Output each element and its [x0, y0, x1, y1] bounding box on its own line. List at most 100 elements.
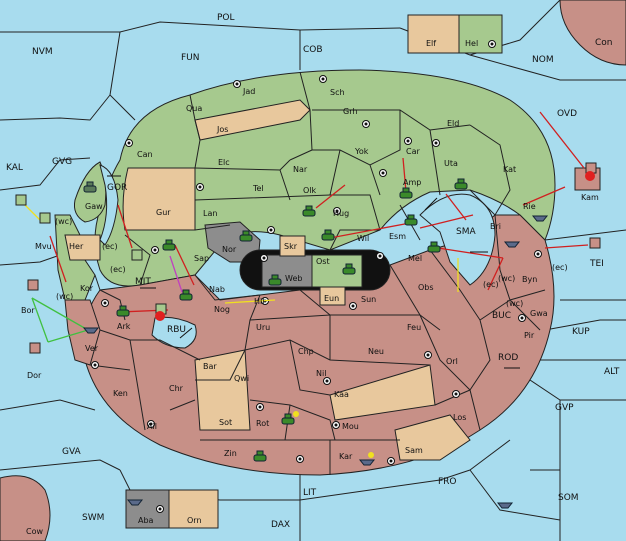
coast-label: (wc) — [498, 274, 515, 283]
label-obs: Obs — [418, 283, 434, 292]
unit-marker — [39, 212, 51, 224]
label-ail: Ail — [147, 422, 157, 431]
label-can: Can — [137, 150, 153, 159]
label-eld: Eld — [447, 119, 459, 128]
label-sch: Sch — [330, 88, 345, 97]
label-nil: Nil — [316, 369, 326, 378]
label-byn: Byn — [522, 275, 537, 284]
label-dor: Dor — [27, 371, 42, 380]
label-tei: TEI — [589, 259, 604, 269]
label-mel: Mel — [408, 254, 422, 263]
province-eun — [319, 286, 346, 306]
label-chp: Chp — [298, 347, 314, 356]
dislodged-marker — [368, 452, 374, 458]
label-nar: Nar — [293, 165, 308, 174]
army-unit — [239, 230, 253, 242]
label-hug: Hug — [333, 209, 349, 218]
label-elc: Elc — [218, 158, 230, 167]
label-cow: Cow — [26, 527, 43, 536]
supply-centers — [91, 75, 542, 513]
fleet-unit — [503, 241, 521, 248]
label-jos: Jos — [216, 125, 228, 134]
label-gur: Gur — [156, 208, 171, 217]
province-sam — [394, 414, 471, 461]
unit-marker — [29, 342, 41, 354]
label-yok: Yok — [354, 147, 369, 156]
label-neu: Neu — [368, 347, 384, 356]
label-ark: Ark — [117, 322, 131, 331]
label-zin: Zin — [224, 449, 237, 458]
fleet-unit — [531, 215, 549, 222]
label-hel: Hel — [465, 39, 478, 48]
label-rot: Rot — [256, 419, 269, 428]
army-unit — [427, 241, 441, 253]
coast-label: (wc) — [506, 299, 523, 308]
army-unit — [179, 289, 193, 301]
label-mvu: Mvu — [35, 242, 52, 251]
army-unit — [342, 263, 356, 275]
label-chr: Chr — [169, 384, 184, 393]
army-unit — [83, 181, 97, 193]
sea-rbu — [151, 316, 197, 349]
label-sun: Sun — [361, 295, 376, 304]
label-amp: Amp — [403, 178, 421, 187]
label-sma: SMA — [456, 227, 476, 237]
passage-arrows — [107, 175, 520, 369]
fleet-unit — [496, 502, 514, 509]
label-nom: NOM — [532, 55, 554, 65]
province-con — [559, 0, 626, 66]
dislodged-marker — [585, 171, 595, 181]
label-ver: Ver — [85, 344, 99, 353]
coast-label: (ec) — [552, 263, 568, 272]
dislodged-marker — [293, 411, 299, 417]
coast-label: (wc) — [56, 292, 73, 301]
units — [15, 162, 601, 509]
label-lan: Lan — [203, 209, 217, 218]
label-kal: KAL — [6, 163, 23, 173]
label-fro: FRO — [438, 477, 457, 487]
label-sap: Sap — [194, 254, 209, 263]
army-unit — [162, 239, 176, 251]
label-grh: Grh — [343, 107, 357, 116]
unit-marker — [589, 237, 601, 249]
province-elf — [407, 14, 460, 54]
label-uru: Uru — [256, 323, 270, 332]
province-her — [64, 234, 101, 261]
label-ovd: OVD — [557, 109, 577, 119]
label-hil: Hil — [254, 297, 264, 306]
coast-label: (wc) — [55, 217, 72, 226]
label-gvg: GVG — [52, 157, 72, 167]
label-nvm: NVM — [32, 47, 53, 57]
label-gvp: GVP — [555, 403, 574, 413]
army-unit — [116, 305, 130, 317]
army-unit — [281, 413, 295, 425]
province-skr — [279, 235, 306, 257]
unit-marker — [131, 249, 143, 261]
label-ost: Ost — [316, 257, 330, 266]
label-tel: Tel — [252, 184, 264, 193]
label-kam: Kam — [581, 193, 599, 202]
label-kat: Kat — [503, 165, 516, 174]
label-kaa: Kaa — [334, 390, 349, 399]
army-unit — [454, 178, 468, 190]
label-olk: Olk — [303, 186, 317, 195]
label-dax: DAX — [271, 520, 290, 530]
fleet-unit — [82, 327, 100, 334]
label-sam: Sam — [405, 446, 423, 455]
label-los: Los — [453, 413, 466, 422]
unit-marker — [27, 279, 39, 291]
province-sot — [194, 349, 251, 431]
label-car: Car — [406, 147, 420, 156]
label-nor: Nor — [222, 245, 237, 254]
label-som: SOM — [558, 493, 579, 503]
label-nab: Nab — [209, 285, 225, 294]
label-pol: POL — [217, 13, 235, 23]
label-alt: ALT — [604, 367, 620, 377]
dislodged-marker — [155, 311, 165, 321]
label-lit: LIT — [303, 488, 317, 498]
label-kor: Kor — [80, 284, 94, 293]
label-sot: Sot — [219, 418, 232, 427]
label-uta: Uta — [444, 159, 458, 168]
label-feu: Feu — [407, 323, 421, 332]
fleet-unit — [358, 459, 376, 466]
